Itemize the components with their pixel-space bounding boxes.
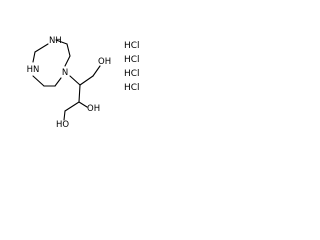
bond-ring-2	[32, 51, 36, 63]
side-chain	[63, 65, 101, 121]
bond-ring-3	[32, 75, 45, 87]
bond-c3-o2	[78, 101, 88, 108]
bond-ring-7	[66, 43, 71, 57]
bond-n-c1	[69, 75, 81, 86]
atom-n-ring: N	[62, 68, 68, 78]
bond-c3-c4	[64, 101, 80, 112]
salt-hcl-4: HCl	[124, 83, 140, 93]
atom-nh-top: NH	[49, 36, 62, 46]
bond-c2-o1	[92, 65, 101, 77]
triazonane-ring	[32, 39, 71, 87]
bond-c1-c3	[78, 84, 81, 103]
bond-ring-6	[64, 55, 71, 67]
salt-hcl-2: HCl	[124, 55, 140, 65]
salt-hcl-3: HCl	[124, 69, 140, 79]
salt-list: HCl HCl HCl HCl	[124, 41, 140, 93]
bond-ring-5	[54, 77, 62, 87]
atom-oh-mid: OH	[87, 104, 100, 114]
bond-c1-c2	[79, 75, 94, 86]
bond-c4-o3	[63, 110, 66, 121]
salt-hcl-1: HCl	[124, 41, 140, 51]
atom-oh-top: OH	[98, 57, 111, 67]
atom-hn-left: HN	[27, 65, 40, 75]
bond-ring-1	[34, 43, 49, 53]
bond-ring-8	[55, 39, 68, 45]
chemical-structure: NH HN N OH OH HO HCl HCl HCl HCl	[27, 36, 140, 130]
atom-ho-bottom: HO	[56, 120, 69, 130]
